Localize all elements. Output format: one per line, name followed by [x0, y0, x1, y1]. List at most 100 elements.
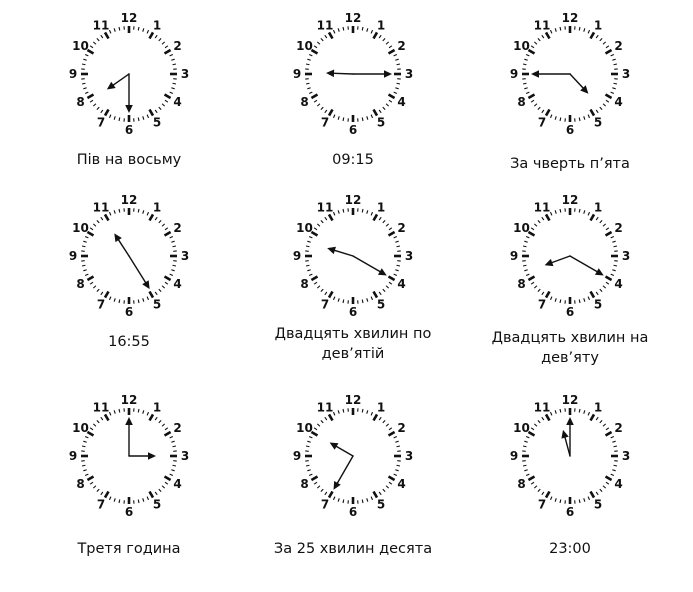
hour-tick	[527, 230, 536, 237]
minute-tick	[154, 416, 158, 421]
minute-tick	[524, 87, 528, 90]
hour-tick	[589, 213, 596, 222]
hour-tick	[148, 413, 155, 422]
hour-tick	[310, 275, 319, 282]
minute-tick	[613, 63, 618, 66]
minute-tick	[541, 291, 545, 296]
dial-number: 8	[76, 95, 84, 109]
dial-number: 5	[594, 498, 602, 512]
minute-tick	[578, 408, 581, 413]
dial-number: 5	[153, 116, 161, 130]
dial-number: 12	[345, 195, 362, 207]
minute-tick	[541, 109, 545, 114]
dial-number: 12	[562, 195, 579, 207]
minute-tick	[533, 103, 538, 107]
minute-tick	[549, 211, 553, 216]
minute-tick	[370, 496, 374, 501]
minute-tick	[83, 240, 87, 243]
minute-tick	[342, 499, 345, 504]
dial-number: 6	[566, 305, 574, 317]
minute-tick	[602, 423, 607, 427]
dial-number: 12	[562, 395, 579, 407]
minute-tick	[89, 227, 94, 231]
minute-tick	[378, 216, 382, 221]
minute-tick	[554, 498, 557, 502]
hour-tick	[163, 230, 172, 237]
dial-number: 10	[72, 421, 89, 435]
minute-tick	[308, 91, 313, 95]
minute-tick	[92, 485, 97, 489]
minute-tick	[378, 109, 382, 114]
minute-tick	[83, 269, 87, 272]
minute-tick	[171, 269, 175, 272]
hour-hand	[128, 452, 156, 460]
minute-tick	[388, 99, 393, 103]
dial-number: 5	[594, 116, 602, 130]
minute-tick	[388, 227, 393, 231]
minute-tick	[113, 298, 116, 302]
minute-tick	[524, 269, 528, 272]
minute-tick	[108, 114, 112, 119]
minute-tick	[595, 416, 599, 421]
dial-number: 10	[296, 221, 313, 235]
minute-tick	[595, 34, 599, 39]
minute-tick	[522, 82, 527, 85]
minute-tick	[361, 499, 364, 504]
minute-tick	[578, 299, 581, 304]
minute-tick	[393, 435, 398, 439]
minute-tick	[602, 103, 607, 107]
hour-tick	[589, 108, 596, 117]
minute-tick	[595, 491, 599, 496]
minute-tick	[332, 211, 336, 216]
minute-tick	[316, 485, 321, 489]
minute-tick	[320, 106, 324, 111]
minute-tick	[171, 440, 175, 443]
minute-tick	[599, 219, 603, 224]
minute-tick	[169, 473, 174, 477]
minute-tick	[92, 103, 97, 107]
minute-tick	[612, 269, 616, 272]
minute-tick	[578, 208, 581, 213]
dial-number: 3	[622, 449, 630, 463]
minute-tick	[172, 264, 177, 267]
dial-number: 8	[300, 477, 308, 491]
hour-tick	[372, 108, 379, 117]
hour-tick	[163, 48, 172, 55]
minute-tick	[100, 416, 104, 421]
minute-tick	[169, 235, 174, 239]
minute-hand	[352, 255, 387, 276]
dial-number: 9	[69, 249, 77, 263]
clock-caption-3: За чверть п’ята	[510, 156, 630, 172]
minute-tick	[172, 445, 177, 448]
minute-tick	[524, 58, 528, 61]
hour-tick	[387, 475, 396, 482]
minute-tick	[549, 496, 553, 501]
minute-tick	[161, 285, 166, 289]
minute-tick	[549, 29, 553, 34]
minute-tick	[108, 496, 112, 501]
minute-tick	[587, 211, 591, 216]
minute-tick	[530, 99, 535, 103]
dial-number: 9	[293, 67, 301, 81]
minute-tick	[524, 469, 528, 472]
minute-tick	[537, 488, 541, 493]
minute-tick	[161, 423, 166, 427]
minute-tick	[342, 299, 345, 304]
hour-tick	[604, 230, 613, 237]
dial-number: 9	[69, 449, 77, 463]
hour-tick	[372, 290, 379, 299]
dial-number: 9	[510, 67, 518, 81]
dial-number: 8	[76, 277, 84, 291]
hour-tick	[604, 275, 613, 282]
minute-tick	[113, 210, 116, 214]
dial-number: 6	[349, 505, 357, 517]
minute-tick	[595, 291, 599, 296]
minute-tick	[100, 216, 104, 221]
minute-tick	[605, 99, 610, 103]
minute-tick	[308, 273, 313, 277]
minute-tick	[146, 29, 150, 34]
minute-tick	[146, 411, 150, 416]
minute-tick	[395, 469, 399, 472]
minute-tick	[530, 227, 535, 231]
